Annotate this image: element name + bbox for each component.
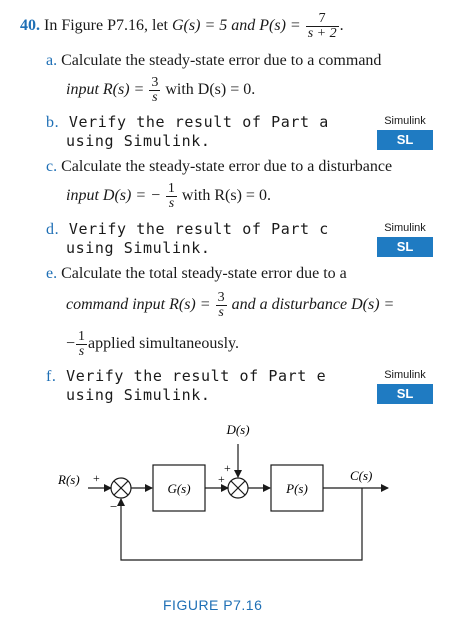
p-numerator: 7 <box>318 11 326 26</box>
part-a-label: a. <box>46 52 58 69</box>
part-c-num: 1 <box>167 181 175 196</box>
part-b-text1: Verify the result of Part a <box>68 113 329 131</box>
part-e-num2: 1 <box>78 329 86 344</box>
feedback-path <box>117 488 363 561</box>
part-e-line2-post: and a disturbance D(s) = <box>231 296 395 314</box>
simulink-text: Simulink <box>384 369 426 381</box>
part-c-input-pre: input D(s) = − <box>66 187 161 205</box>
stem-g: G(s) = 5 and P(s) = <box>172 17 301 35</box>
simulink-text: Simulink <box>384 222 426 234</box>
sum2-plus-top: + <box>224 461 231 475</box>
part-a-input-post: with D(s) = 0. <box>165 81 256 99</box>
block-diagram: R(s) + − G(s) D(s) + + P(s) C(s) <box>57 422 389 561</box>
part-e-line3-post: applied simultaneously. <box>88 335 239 353</box>
sl-badge: SL <box>377 384 433 404</box>
part-f-text2: using Simulink. <box>66 386 211 404</box>
part-c-input-post: with R(s) = 0. <box>181 187 271 205</box>
problem-number: 40. <box>20 17 40 35</box>
part-b-text2: using Simulink. <box>66 132 211 150</box>
stem-prefix: In Figure P7.16, let <box>44 17 168 35</box>
part-c-text: Calculate the steady-state error due to … <box>61 158 393 175</box>
sum1-minus-sign: − <box>110 499 117 514</box>
block-g-label: G(s) <box>167 481 190 496</box>
part-e-num: 3 <box>217 290 225 305</box>
disturbance-label: D(s) <box>225 422 249 437</box>
part-e-den2: s <box>76 344 88 359</box>
part-e-line1: e. Calculate the total steady-state erro… <box>46 265 347 283</box>
input-label: R(s) <box>57 472 80 487</box>
sl-badge: SL <box>377 130 433 150</box>
sum2-cross-b <box>230 480 246 496</box>
part-b-line1: b. Verify the result of Part a <box>46 113 329 132</box>
part-d-label: d. <box>46 221 60 238</box>
simulink-tag-b: Simulink SL <box>377 114 433 150</box>
part-a-num: 3 <box>151 75 159 90</box>
part-f-text1: Verify the result of Part e <box>66 367 327 385</box>
figure-caption: FIGURE P7.16 <box>163 597 263 613</box>
sum1-plus-sign: + <box>93 471 100 485</box>
part-e-den: s <box>215 305 227 320</box>
part-e-line3-pre: − <box>66 335 76 353</box>
part-e-text: Calculate the total steady-state error d… <box>61 265 347 282</box>
part-f-label: f. <box>46 368 57 385</box>
stem-end: . <box>339 17 344 35</box>
part-e-line2-pre: command input R(s) = <box>66 296 211 314</box>
part-b-label: b. <box>46 114 60 131</box>
p-denominator: s + 2 <box>305 26 339 41</box>
simulink-text: Simulink <box>384 115 426 127</box>
part-f-line1: f. Verify the result of Part e <box>46 367 326 386</box>
part-a-text: Calculate the steady-state error due to … <box>61 52 382 69</box>
part-a-input-pre: input R(s) = <box>66 81 145 99</box>
part-e-label: e. <box>46 265 58 282</box>
problem-stem: 40. In Figure P7.16, let G(s) = 5 and P(… <box>20 12 344 41</box>
part-a-line1: a. Calculate the steady-state error due … <box>46 52 381 70</box>
sl-badge: SL <box>377 237 433 257</box>
part-c-den: s <box>165 196 177 211</box>
simulink-tag-f: Simulink SL <box>377 368 433 404</box>
block-p-label: P(s) <box>285 481 308 496</box>
part-d-line1: d. Verify the result of Part c <box>46 220 329 239</box>
part-a-den: s <box>149 90 161 105</box>
part-c-line1: c. Calculate the steady-state error due … <box>46 158 392 176</box>
output-label: C(s) <box>350 468 372 483</box>
sum1-cross-b <box>113 480 129 496</box>
simulink-tag-d: Simulink SL <box>377 221 433 257</box>
part-c-label: c. <box>46 158 58 175</box>
sum2-plus-left: + <box>218 472 225 486</box>
part-d-text1: Verify the result of Part c <box>68 220 329 238</box>
part-d-text2: using Simulink. <box>66 239 211 257</box>
